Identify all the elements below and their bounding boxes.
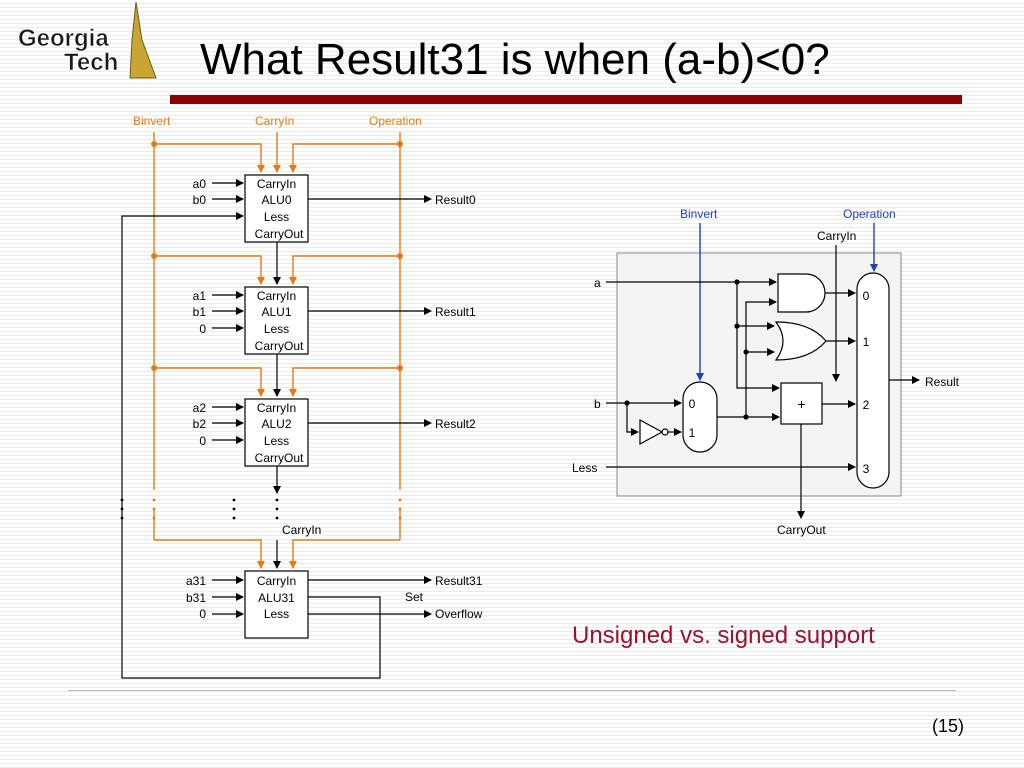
- logo-line-1: Georgia: [18, 25, 109, 52]
- alu0-b-input: b0: [193, 193, 207, 207]
- b-mux-input-0: 0: [689, 397, 696, 411]
- or-gate: [774, 321, 827, 361]
- alu2-box: CarryIn ALU2 Less CarryOut a2 b2 0 Resul…: [193, 398, 476, 467]
- adder-block: [780, 382, 823, 425]
- alu1-b-input: b1: [193, 305, 207, 319]
- logo-spire: [129, 1, 157, 79]
- binvert-label: Binvert: [133, 114, 171, 128]
- alu2-name: ALU2: [261, 417, 291, 431]
- alu1-carryout-label: CarryOut: [255, 339, 304, 353]
- alu1-carryin-label: CarryIn: [257, 289, 296, 303]
- input-a-label: a: [594, 276, 601, 290]
- and-gate: [777, 273, 826, 313]
- alu1-name: ALU1: [261, 305, 291, 319]
- georgia-tech-logo: Georgia Tech: [18, 1, 157, 79]
- alu31-overflow: Overflow: [435, 607, 483, 621]
- alu0-name: ALU0: [261, 193, 291, 207]
- alu-cell-wiring: [606, 245, 920, 519]
- logo-line-2: Tech: [64, 49, 118, 76]
- control-buses: [153, 132, 401, 569]
- alu2-result: Result2: [435, 417, 476, 431]
- alu2-less-label: Less: [264, 434, 289, 448]
- alu0-a-input: a0: [193, 177, 207, 191]
- alu0-carryout-label: CarryOut: [255, 227, 304, 241]
- result-mux: [856, 272, 890, 489]
- ellipsis-dots: [120, 498, 402, 520]
- ripple-alu-diagram: Binvert CarryIn Operation: [120, 114, 483, 679]
- alu1-less-label: Less: [264, 322, 289, 336]
- footer-divider: [68, 690, 956, 691]
- alu31-set: Set: [405, 590, 424, 604]
- alu31-a-input: a31: [186, 574, 206, 588]
- carryout-label: CarryOut: [777, 523, 826, 537]
- alu0-carryin-label: CarryIn: [257, 177, 296, 191]
- alu31-carryin-wire-label: CarryIn: [282, 523, 321, 537]
- slide-title: What Result31 is when (a-b)<0?: [200, 35, 830, 84]
- adder-symbol: +: [797, 396, 805, 412]
- carryin-top-label: CarryIn: [255, 114, 294, 128]
- alu0-box: CarryIn ALU0 Less CarryOut a0 b0 Result0: [193, 174, 476, 243]
- alu2-a-input: a2: [193, 401, 207, 415]
- operation-control-label: Operation: [843, 207, 896, 221]
- result-mux-input-3: 3: [863, 462, 870, 476]
- alu31-box: CarryIn ALU31 Less a31 b31 0 Result31 Se…: [186, 570, 483, 639]
- result-mux-input-2: 2: [863, 398, 870, 412]
- operation-label: Operation: [369, 114, 422, 128]
- alu31-b-input: b31: [186, 591, 206, 605]
- b-invert-mux: [682, 381, 718, 453]
- alu1-less-input: 0: [199, 322, 206, 336]
- result-mux-input-1: 1: [863, 335, 870, 349]
- alu1-a-input: a1: [193, 289, 207, 303]
- alu31-less-label: Less: [264, 607, 289, 621]
- less-input-label: Less: [572, 461, 597, 475]
- b-mux-input-1: 1: [689, 426, 696, 440]
- alu31-less-input: 0: [199, 607, 206, 621]
- alu0-less-label: Less: [264, 210, 289, 224]
- alu31-carryin-label: CarryIn: [257, 574, 296, 588]
- inverter-bubble: [661, 428, 669, 436]
- alu1-box: CarryIn ALU1 Less CarryOut a1 b1 0 Resul…: [193, 286, 476, 355]
- page-number: (15): [931, 716, 964, 736]
- alu1-result: Result1: [435, 305, 476, 319]
- alu31-name: ALU31: [258, 591, 295, 605]
- alu2-carryin-label: CarryIn: [257, 401, 296, 415]
- carryin-label: CarryIn: [817, 229, 856, 243]
- wire-junction-dots: [624, 279, 749, 420]
- bus-junction-dots: [151, 141, 403, 371]
- result-output-label: Result: [925, 375, 960, 389]
- one-bit-alu-diagram: Binvert Operation CarryIn a b Less Resul…: [572, 207, 960, 537]
- alu-wiring: [121, 179, 432, 679]
- inverter-gate: [639, 418, 664, 446]
- title-underline-bar: [170, 95, 962, 104]
- binvert-control-label: Binvert: [680, 207, 718, 221]
- subtitle: Unsigned vs. signed support: [572, 622, 875, 649]
- alu0-result: Result0: [435, 193, 476, 207]
- alu2-b-input: b2: [193, 417, 207, 431]
- input-b-label: b: [594, 397, 601, 411]
- alu2-less-input: 0: [199, 434, 206, 448]
- result-mux-input-0: 0: [863, 289, 870, 303]
- alu31-result: Result31: [435, 574, 483, 588]
- alu2-carryout-label: CarryOut: [255, 451, 304, 465]
